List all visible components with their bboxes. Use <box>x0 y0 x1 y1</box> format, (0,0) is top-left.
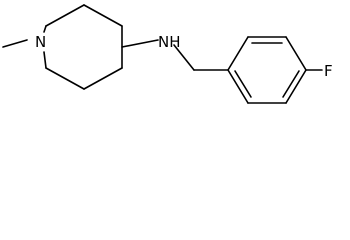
amine-label: NH <box>158 33 181 51</box>
benzene-ring <box>227 36 307 104</box>
ring-bond <box>45 67 85 90</box>
piperidine-ring <box>43 4 123 90</box>
ring-bond <box>45 4 85 27</box>
fluorine-label: F <box>324 62 333 80</box>
ring-nitrogen-label: N <box>35 33 46 51</box>
ring-bond <box>83 4 123 27</box>
double-bond-inner <box>234 70 252 98</box>
nh-ch2-bond <box>173 44 195 71</box>
methyl-bond <box>2 39 28 48</box>
ring-bond <box>43 25 47 33</box>
ring-bond <box>285 69 307 104</box>
ring-bond <box>227 69 249 104</box>
c4-nh-bond <box>121 39 159 48</box>
ring-bond <box>227 36 249 71</box>
ring-bond <box>83 67 123 90</box>
double-bond-inner <box>282 70 300 98</box>
ring-bond <box>285 36 307 71</box>
chemical-structure: N NH F <box>2 4 333 104</box>
ring-bond <box>43 51 47 69</box>
